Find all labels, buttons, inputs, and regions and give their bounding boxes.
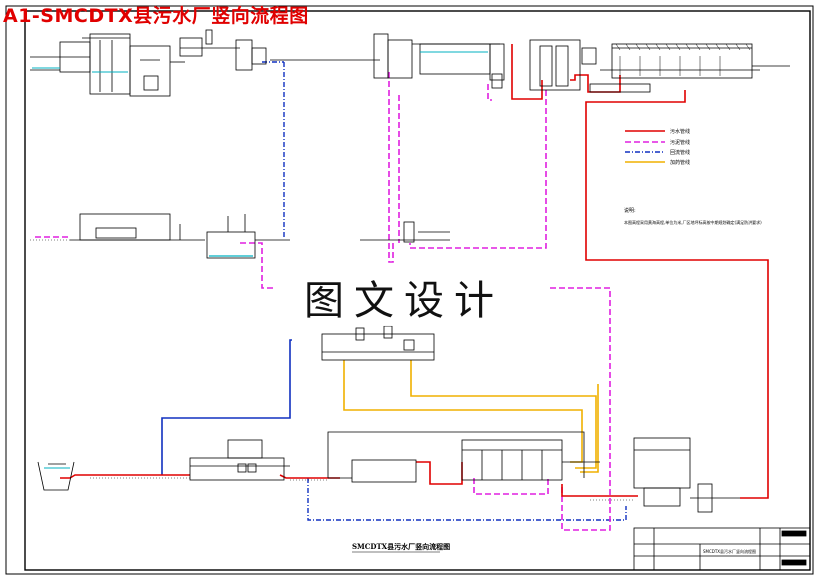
outer-frame	[5, 5, 814, 575]
water-level-top	[32, 51, 488, 73]
legend-label-sludge: 污泥管线	[670, 139, 690, 146]
watermark-text: 图文设计	[300, 268, 508, 326]
legend-label-sewage: 污水管线	[670, 128, 690, 135]
top-structures	[30, 29, 790, 97]
bottom-structures	[37, 431, 740, 513]
return-line-top	[262, 61, 285, 238]
inner-frame	[24, 10, 811, 571]
notes-text: 本图高程采用黄海高程,单位为米,厂区地坪标高按中期规划确定(满足防洪要求)	[624, 219, 762, 225]
elevation-marks	[30, 239, 634, 501]
drawing-title: A1-SMCDTX县污水厂竖向流程图	[3, 5, 309, 27]
sheet-title: SMCDTX县污水厂竖向流程图	[352, 542, 450, 551]
aeration-hatch	[615, 43, 751, 76]
title-block	[633, 527, 811, 571]
return-line-bottom	[161, 339, 292, 475]
sludge-lines	[35, 72, 611, 531]
legend-label-return: 回流管线	[670, 149, 690, 156]
return-line-loop	[307, 478, 627, 521]
legend: 污水管线 污泥管线 回流管线 加药管线	[625, 128, 690, 166]
dosing-house	[321, 325, 435, 361]
legend-label-dosing: 加药管线	[670, 159, 690, 166]
notes-heading: 说明:	[624, 207, 636, 214]
sewage-lines	[60, 44, 769, 499]
title-block-drawing-name: SMCDTX县污水厂竖向流程图	[703, 548, 756, 554]
dosing-lines	[343, 360, 599, 473]
dewatering-building	[70, 213, 450, 259]
